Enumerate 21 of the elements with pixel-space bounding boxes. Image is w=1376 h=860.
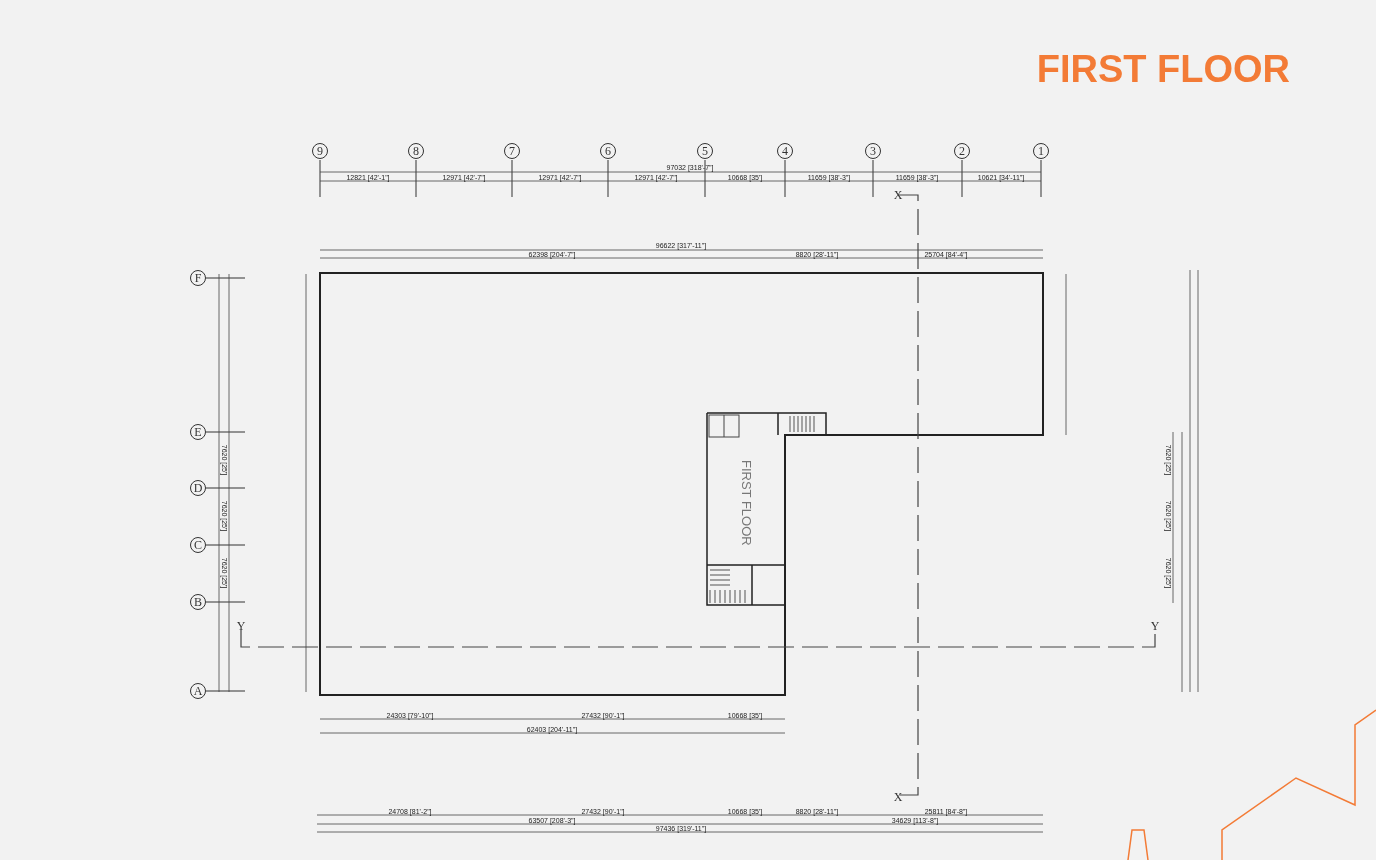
- section-mark: X: [893, 189, 903, 201]
- grid-bubble: 1: [1033, 143, 1049, 159]
- section-mark: Y: [236, 620, 246, 632]
- grid-bubble: 5: [697, 143, 713, 159]
- grid-bubble: 6: [600, 143, 616, 159]
- grid-bubble: 3: [865, 143, 881, 159]
- grid-bubble: D: [190, 480, 206, 496]
- section-mark: Y: [1150, 620, 1160, 632]
- grid-bubble: 2: [954, 143, 970, 159]
- grid-bubble: C: [190, 537, 206, 553]
- grid-bubble: E: [190, 424, 206, 440]
- room-label: FIRST FLOOR: [739, 459, 753, 546]
- grid-bubble: F: [190, 270, 206, 286]
- grid-bubble: 4: [777, 143, 793, 159]
- section-mark: X: [893, 791, 903, 803]
- grid-bubble: 7: [504, 143, 520, 159]
- page-title: FIRST FLOOR: [1036, 50, 1290, 88]
- grid-bubble: 8: [408, 143, 424, 159]
- grid-bubble: B: [190, 594, 206, 610]
- grid-bubble: A: [190, 683, 206, 699]
- grid-bubble: 9: [312, 143, 328, 159]
